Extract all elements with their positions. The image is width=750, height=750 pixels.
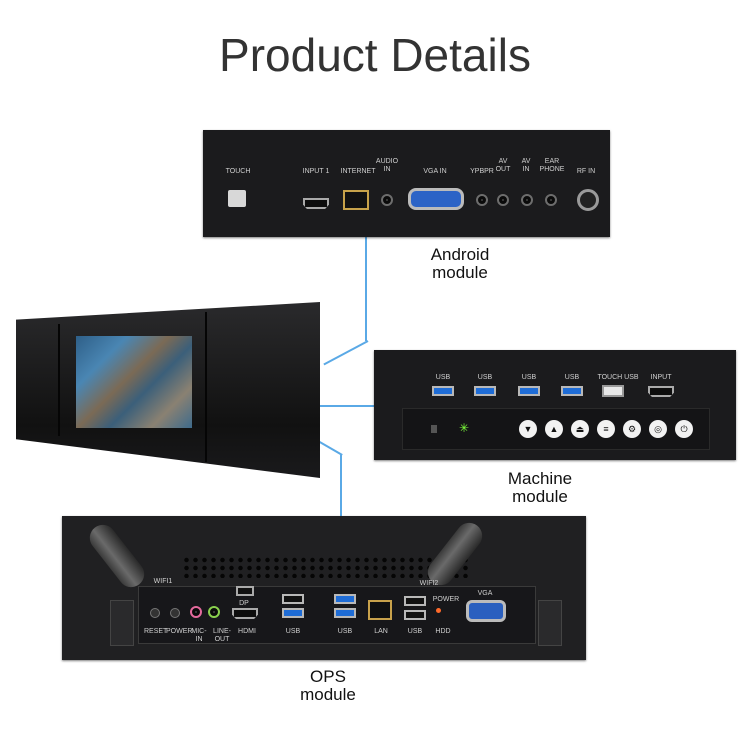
hdmi-input1-port	[303, 198, 329, 209]
av-in-jack	[521, 194, 533, 206]
mic-in-jack	[190, 606, 202, 618]
android-caption-line1: Android	[430, 245, 490, 264]
connector-ops	[340, 455, 342, 517]
menu-button[interactable]: ≡	[597, 420, 615, 438]
settings-button[interactable]: ⚙	[623, 420, 641, 438]
eject-button[interactable]: ⏏	[571, 420, 589, 438]
machine-module-panel: USB USB USB USB TOUCH USB INPUT ✳ ▼ ▲ ⏏ ≡ ⚙ ◎…	[374, 350, 736, 460]
display-divider-left	[58, 324, 60, 436]
usb-port-1	[432, 386, 454, 396]
input1-label: INPUT 1	[302, 168, 330, 175]
power-label: POWER	[166, 628, 193, 635]
ypbpr-label: YPBPR	[470, 168, 494, 175]
hdmi-port	[232, 608, 258, 619]
android-caption-line2: module	[432, 263, 488, 282]
line-out-label: LINE-OUT	[213, 628, 231, 643]
reset-button[interactable]	[150, 608, 160, 618]
power-top-label: POWER	[432, 596, 460, 603]
wifi1-antenna	[84, 519, 150, 593]
connector-ops-diag	[317, 440, 343, 456]
rf-in-label: RF IN	[576, 168, 596, 175]
touch-usb-label: TOUCH USB	[597, 374, 639, 381]
av-out-jack	[497, 194, 509, 206]
wifi1-label: WIFI1	[153, 578, 173, 585]
page-title: Product Details	[219, 29, 531, 81]
ops-caption-line1: OPS	[310, 667, 346, 686]
ethernet-port	[343, 190, 369, 210]
av-out-label: AV OUT	[495, 158, 511, 173]
display-screen	[76, 336, 192, 428]
usb-port-3	[518, 386, 540, 396]
touch-label: TOUCH	[225, 168, 251, 175]
vga-port	[466, 600, 506, 622]
usb-label-1: USB	[435, 374, 451, 381]
power-button[interactable]: ⏻	[675, 420, 693, 438]
up-button[interactable]: ▲	[545, 420, 563, 438]
hdmi-label: HDMI	[238, 628, 256, 635]
usb-label-4: USB	[564, 374, 580, 381]
usb-port-c2	[404, 610, 426, 620]
wifi2-label: WIFI2	[419, 580, 439, 587]
earphone-label: EAR PHONE	[539, 158, 565, 173]
usb-port-c1	[404, 596, 426, 606]
usb-port-b2	[334, 608, 356, 618]
usb-label-a: USB	[285, 628, 301, 635]
power-led-icon: ✳	[459, 421, 470, 435]
vga-label: VGA	[477, 590, 493, 597]
ops-caption-line2: module	[300, 685, 356, 704]
lan-port	[368, 600, 392, 620]
earphone-jack	[545, 194, 557, 206]
connector-machine	[318, 405, 376, 407]
touch-usb-port	[602, 385, 624, 397]
down-button[interactable]: ▼	[519, 420, 537, 438]
ir-sensor	[431, 425, 437, 433]
rf-in-port	[577, 189, 599, 211]
dp-port	[236, 586, 254, 596]
control-strip: ✳ ▼ ▲ ⏏ ≡ ⚙ ◎ ⏻	[402, 408, 710, 450]
vent-grille	[182, 556, 472, 578]
usb-label-2: USB	[477, 374, 493, 381]
usb-port-2	[474, 386, 496, 396]
lan-label: LAN	[374, 628, 388, 635]
connector-android-diag	[323, 340, 369, 366]
mount-ear-right	[538, 600, 562, 646]
usb-port-a1	[282, 594, 304, 604]
usb-port-b1	[334, 594, 356, 604]
mount-ear-left	[110, 600, 134, 646]
internet-label: INTERNET	[340, 168, 376, 175]
usb-label-b: USB	[337, 628, 353, 635]
ops-module-panel: WIFI1 WIFI2 DP POWER VGA RESET POWER MIC…	[62, 516, 586, 660]
android-module-panel: TOUCH INPUT 1 INTERNET AUDIO IN VGA IN Y…	[203, 130, 610, 237]
usb-b-port	[228, 190, 246, 207]
dp-label: DP	[239, 600, 249, 607]
usb-port-4	[561, 386, 583, 396]
machine-caption-line2: module	[512, 487, 568, 506]
vga-in-port	[408, 188, 464, 210]
input-label: INPUT	[650, 374, 672, 381]
audio-in-label: AUDIO IN	[375, 158, 399, 173]
hdd-label: HDD	[435, 628, 451, 635]
machine-caption-line1: Machine	[507, 469, 573, 488]
av-in-label: AV IN	[521, 158, 531, 173]
vga-in-label: VGA IN	[423, 168, 447, 175]
audio-in-jack	[381, 194, 393, 206]
mic-in-label: MIC-IN	[191, 628, 207, 643]
connector-android	[365, 236, 367, 341]
display-unit	[16, 302, 320, 478]
usb-port-a2	[282, 608, 304, 618]
hdmi-input-port	[648, 386, 674, 397]
usb-label-c: USB	[407, 628, 423, 635]
usb-label-3: USB	[521, 374, 537, 381]
source-button[interactable]: ◎	[649, 420, 667, 438]
reset-label: RESET	[144, 628, 168, 635]
line-out-jack	[208, 606, 220, 618]
ypbpr-jack	[476, 194, 488, 206]
power-button[interactable]	[170, 608, 180, 618]
display-divider-right	[205, 312, 207, 462]
power-led	[436, 608, 441, 613]
